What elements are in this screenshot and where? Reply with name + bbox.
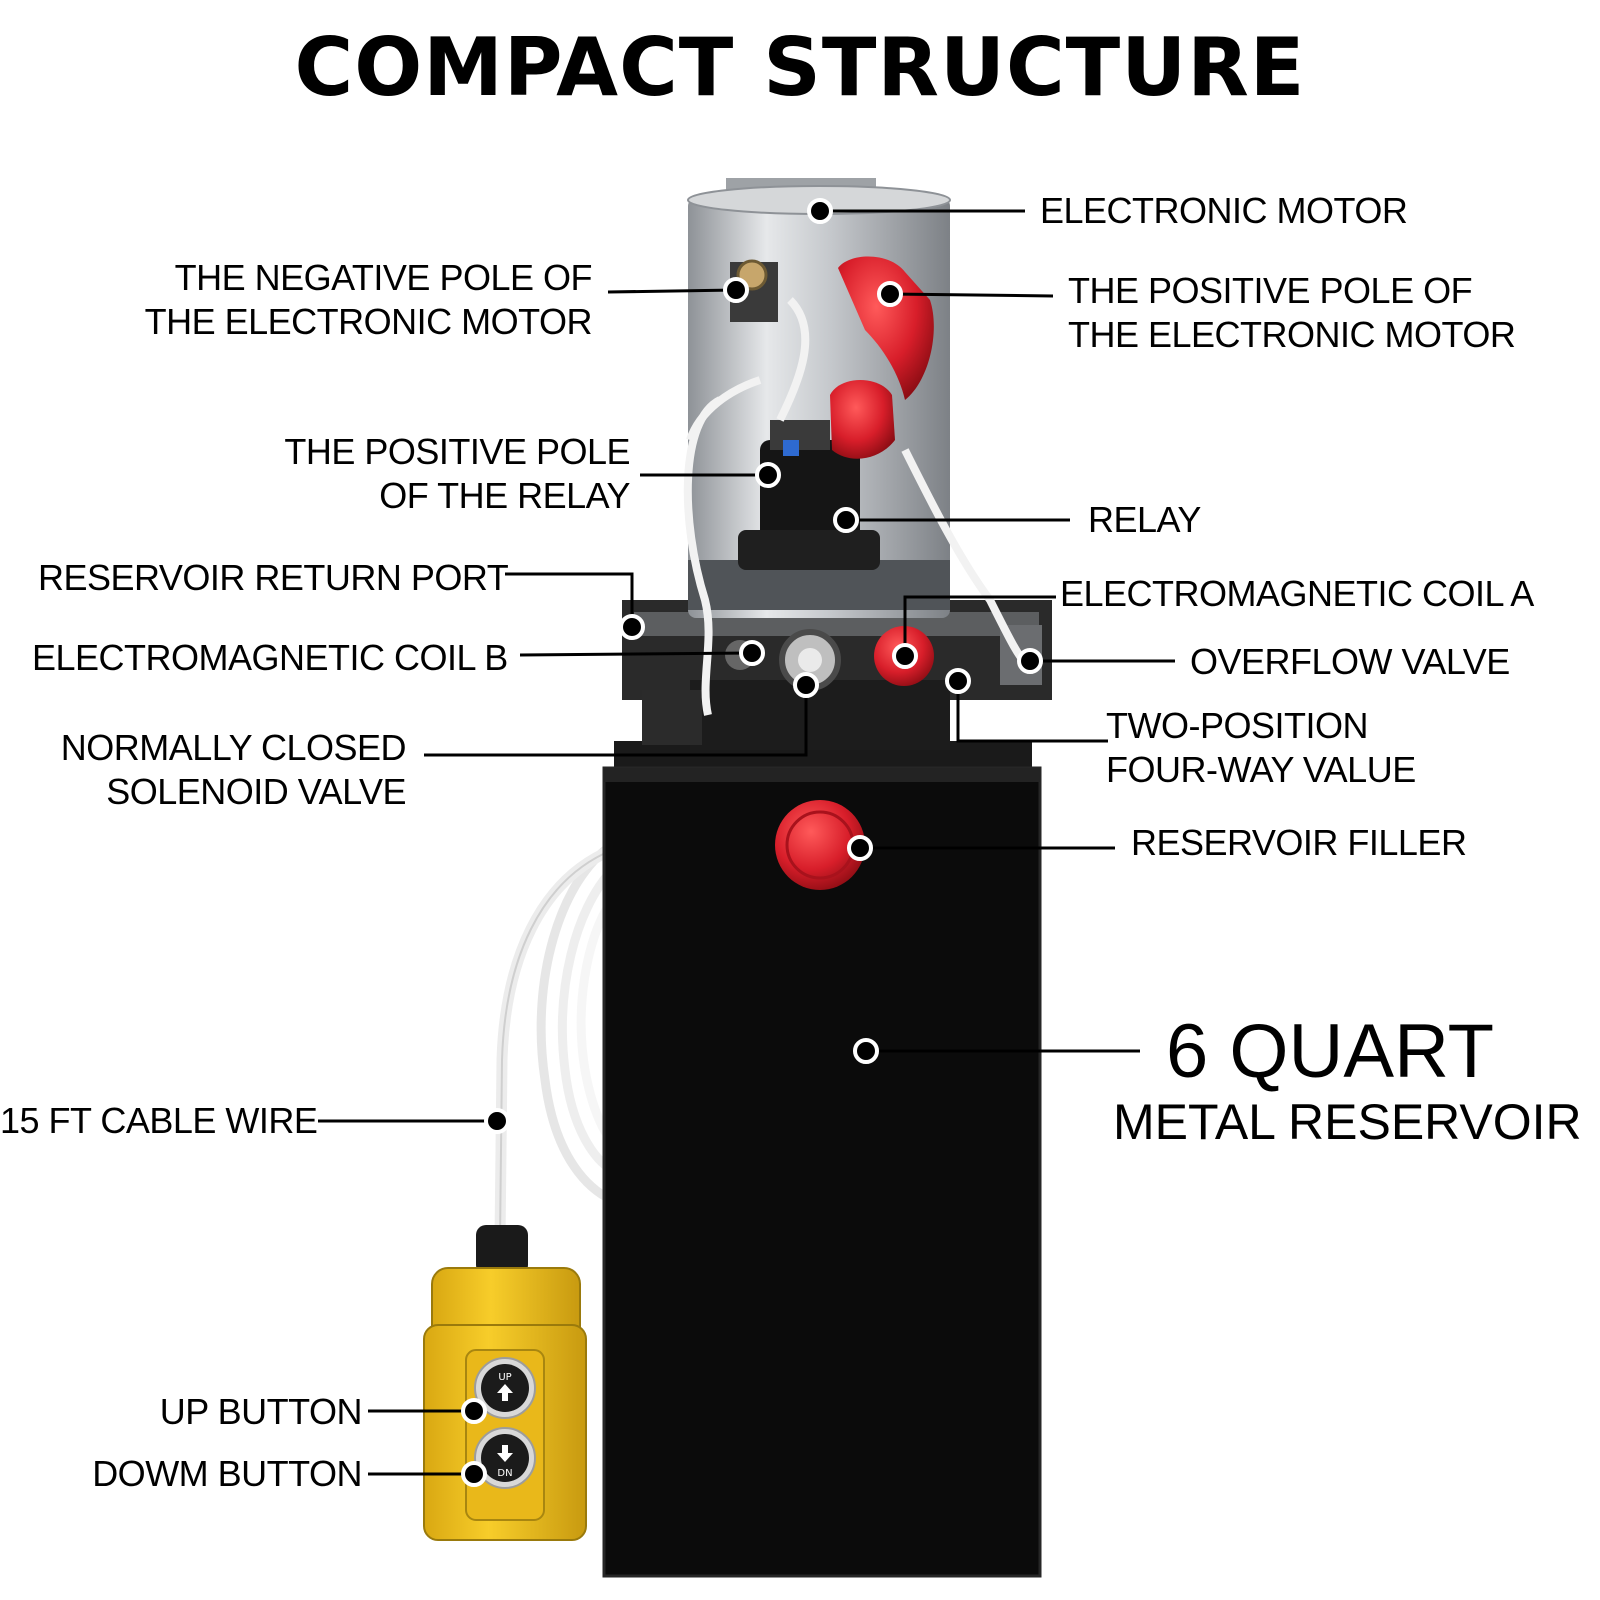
label-negative-pole-line-1: THE NEGATIVE POLE OF (174, 257, 593, 298)
label-relay: RELAY (1088, 499, 1201, 540)
label-two-position-line-2: FOUR-WAY VALUE (1106, 749, 1416, 790)
label-reservoir-return-port: RESERVOIR RETURN PORT (38, 557, 509, 598)
label-positive-pole-motor-line-1: THE POSITIVE POLE OF (1068, 270, 1473, 311)
white-wires (683, 297, 1033, 716)
up-arrow-icon (497, 1384, 513, 1401)
remote-down-text: DN (497, 1468, 512, 1479)
label-two-position: TWO-POSITION FOUR-WAY VALUE (1106, 704, 1416, 792)
label-normally-closed: NORMALLY CLOSED SOLENOID VALVE (60, 726, 407, 814)
label-normally-closed-line-1: NORMALLY CLOSED (60, 727, 407, 768)
label-down-button: DOWM BUTTON (92, 1453, 362, 1494)
label-electronic-motor: ELECTRONIC MOTOR (1040, 190, 1408, 231)
label-negative-pole-line-2: THE ELECTRONIC MOTOR (144, 301, 593, 342)
label-overflow-valve: OVERFLOW VALVE (1190, 641, 1510, 682)
label-reservoir-filler: RESERVOIR FILLER (1131, 822, 1467, 863)
cable-coil (536, 841, 616, 1205)
remote-cable (494, 844, 615, 1241)
valve-manifold (622, 600, 1052, 750)
label-capacity: 6 QUART (1166, 1009, 1495, 1094)
label-cable-wire: 15 FT CABLE WIRE (0, 1100, 318, 1141)
red-terminal-caps (830, 256, 934, 459)
label-positive-pole-relay-line-2: OF THE RELAY (379, 475, 630, 516)
label-normally-closed-line-2: SOLENOID VALVE (106, 771, 406, 812)
label-positive-pole-motor: THE POSITIVE POLE OF THE ELECTRONIC MOTO… (1068, 269, 1516, 357)
leader-lines (318, 209, 1175, 1476)
label-two-position-line-1: TWO-POSITION (1106, 705, 1368, 746)
pendant-remote: UP DN (423, 1225, 587, 1541)
page-title: COMPACT STRUCTURE (294, 21, 1306, 114)
metal-reservoir (602, 741, 1042, 1578)
remote-up-text: UP (498, 1372, 511, 1383)
down-arrow-icon (497, 1445, 513, 1462)
label-positive-pole-relay-line-1: THE POSITIVE POLE (284, 431, 630, 472)
label-up-button: UP BUTTON (159, 1391, 363, 1432)
label-coil-a: ELECTROMAGNETIC COIL A (1060, 573, 1534, 614)
label-coil-b: ELECTROMAGNETIC COIL B (32, 637, 508, 678)
label-negative-pole: THE NEGATIVE POLE OF THE ELECTRONIC MOTO… (144, 256, 593, 344)
label-positive-pole-relay: THE POSITIVE POLE OF THE RELAY (284, 430, 630, 518)
label-positive-pole-motor-line-2: THE ELECTRONIC MOTOR (1068, 314, 1516, 355)
label-metal-reservoir: METAL RESERVOIR (1113, 1094, 1582, 1150)
callout-dots (461, 198, 1043, 1487)
